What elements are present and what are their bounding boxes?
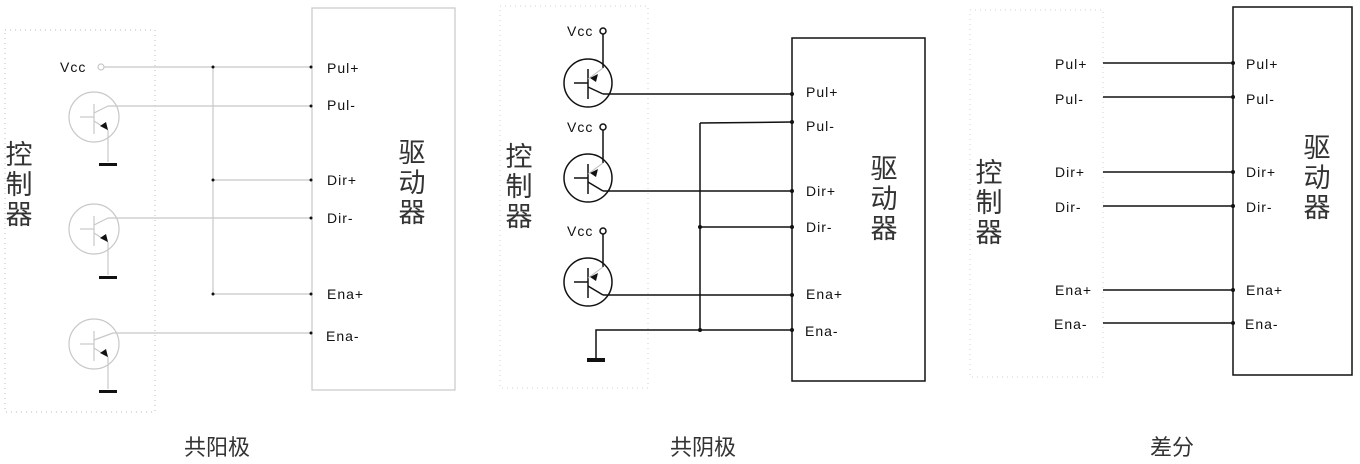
controller-pin-label: Ena+ xyxy=(1055,282,1093,298)
vcc-terminal-icon xyxy=(599,27,607,35)
pin-label: Ena+ xyxy=(806,286,844,302)
pin-label: Ena- xyxy=(326,328,360,344)
ground-icon xyxy=(587,358,605,362)
pin-label: Ena+ xyxy=(1246,282,1284,298)
emitter-arrow-icon xyxy=(100,234,108,242)
driver-label: 驱动器 xyxy=(1303,133,1331,223)
vcc-label: Vcc xyxy=(567,223,594,239)
controller-pin-label: Pul- xyxy=(1055,91,1084,107)
pin-label: Dir- xyxy=(327,210,354,226)
vcc-terminal-icon xyxy=(97,63,105,71)
vcc-terminal-icon xyxy=(599,123,607,131)
driver-box xyxy=(311,7,456,391)
differential-diagram xyxy=(969,6,1353,378)
vcc-label: Vcc xyxy=(60,59,87,75)
ground-icon xyxy=(99,390,117,393)
ground-icon xyxy=(99,163,117,166)
controller-pin-label: Dir- xyxy=(1055,199,1082,215)
pin-label: Ena- xyxy=(805,323,839,339)
emitter-arrow-icon xyxy=(100,122,108,130)
wire-pul-minus xyxy=(699,121,793,124)
pin-label: Pul+ xyxy=(806,84,839,100)
pin-label: Pul+ xyxy=(327,60,360,76)
controller-label: 控制器 xyxy=(5,140,33,230)
transistor-icon xyxy=(68,318,120,389)
pin-label: Pul- xyxy=(1246,91,1275,107)
driver-box xyxy=(791,37,926,382)
pin-label: Dir- xyxy=(806,219,833,235)
pin-label: Dir+ xyxy=(806,183,837,199)
vcc-label: Vcc xyxy=(567,23,594,39)
controller-label: 控制器 xyxy=(505,142,533,232)
caption-common-cathode: 共阴极 xyxy=(670,435,737,460)
pin-label: Pul- xyxy=(806,118,835,134)
caption-differential: 差分 xyxy=(1150,435,1195,460)
transistor-icon xyxy=(563,234,792,307)
transistor-icon xyxy=(68,91,120,162)
caption-common-anode: 共阳极 xyxy=(184,435,251,460)
controller-box xyxy=(4,29,156,413)
emitter-arrow-icon xyxy=(590,74,598,82)
controller-label: 控制器 xyxy=(975,158,1003,248)
transistor-icon xyxy=(68,203,120,275)
common-anode-diagram xyxy=(4,7,456,413)
controller-pin-label: Ena- xyxy=(1054,316,1088,332)
transistor-icon xyxy=(563,130,792,203)
pin-label: Ena+ xyxy=(327,286,365,302)
common-cathode-diagram xyxy=(499,5,926,389)
vcc-label: Vcc xyxy=(567,119,594,135)
driver-box xyxy=(1232,6,1353,376)
wire-ena-minus xyxy=(595,329,792,360)
pin-label: Ena- xyxy=(1245,316,1279,332)
pin-label: Dir- xyxy=(1246,199,1273,215)
driver-label: 驱动器 xyxy=(870,154,898,244)
vcc-terminal-icon xyxy=(599,227,607,235)
controller-pin-label: Dir+ xyxy=(1055,164,1086,180)
pin-label: Dir+ xyxy=(327,172,358,188)
pin-label: Pul- xyxy=(327,97,356,113)
emitter-arrow-icon xyxy=(590,273,598,281)
ground-and-arrow-marks xyxy=(99,65,313,393)
ground-icon xyxy=(99,276,117,279)
emitter-arrow-icon xyxy=(590,169,598,177)
pin-label: Pul+ xyxy=(1246,56,1279,72)
transistor-icon xyxy=(563,34,792,108)
emitter-arrow-icon xyxy=(100,349,108,357)
driver-label: 驱动器 xyxy=(398,138,426,228)
pin-label: Dir+ xyxy=(1246,164,1277,180)
controller-pin-label: Pul+ xyxy=(1055,56,1088,72)
